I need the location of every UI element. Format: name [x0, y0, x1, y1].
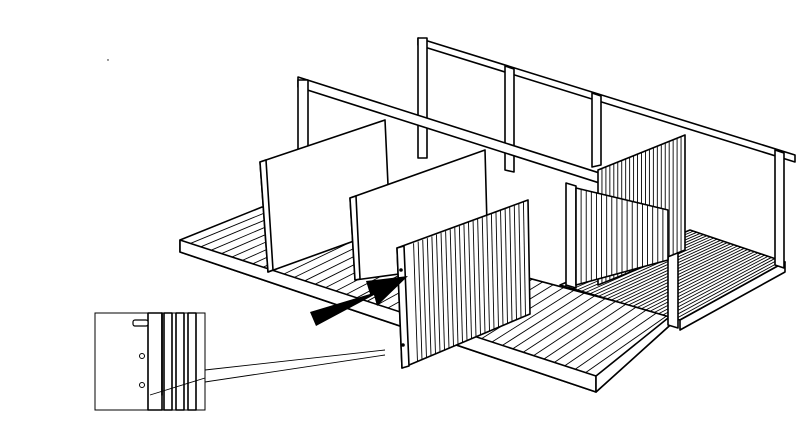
slat-line — [671, 259, 779, 318]
slat-line — [602, 241, 725, 298]
slat-line — [628, 247, 745, 306]
slat-line — [472, 220, 477, 338]
slat-line — [632, 249, 748, 307]
slat-line — [533, 300, 616, 356]
slat-line — [422, 239, 427, 359]
slat-line — [431, 236, 436, 355]
slat-line — [486, 215, 490, 332]
slat-line — [413, 243, 418, 363]
slat-line — [500, 210, 504, 326]
slat-line — [662, 257, 772, 316]
slat-line — [458, 225, 463, 343]
stray-mark — [107, 59, 109, 61]
slat-line — [426, 238, 432, 357]
slat-line — [445, 231, 450, 349]
slat-line — [490, 213, 495, 330]
slat-line — [645, 252, 759, 311]
panel-slatted-front — [396, 199, 531, 369]
slat-line — [666, 258, 776, 317]
slat-line — [585, 314, 668, 373]
slat-line — [522, 298, 606, 353]
slat-line — [495, 212, 499, 328]
slat-line — [641, 251, 755, 310]
slat-line — [190, 209, 273, 244]
slat-line — [636, 250, 752, 308]
panel-right-slatted — [575, 134, 686, 286]
slat-line — [468, 222, 472, 340]
slat-line — [477, 219, 481, 336]
back-frame — [417, 37, 796, 269]
detail-pin-icon — [132, 319, 149, 327]
slat-line — [598, 239, 721, 297]
slat-line — [509, 206, 513, 322]
slat-line — [440, 232, 445, 351]
slat-line — [512, 295, 596, 350]
insert-direction-arrow — [310, 276, 408, 326]
detail-leader-lines — [204, 349, 386, 383]
slat-line — [594, 238, 718, 296]
slat-line — [502, 292, 585, 346]
slat-line — [522, 201, 526, 316]
slat-line — [574, 312, 658, 370]
slat-line — [543, 303, 627, 360]
slat-line — [624, 246, 742, 305]
slat-line — [518, 203, 522, 318]
slat-line — [675, 260, 782, 320]
slat-line — [589, 237, 714, 295]
slat-line — [436, 234, 441, 353]
slat-line — [513, 205, 517, 320]
slat-line — [449, 229, 454, 347]
slat-line — [504, 208, 508, 324]
detail-inset-box — [94, 312, 206, 411]
slat-line — [454, 227, 459, 345]
slat-line — [491, 289, 575, 343]
slat-line — [554, 306, 637, 363]
slat-line — [481, 217, 486, 334]
slat-line — [417, 241, 423, 361]
slat-line — [564, 309, 648, 367]
slat-line — [463, 224, 468, 341]
